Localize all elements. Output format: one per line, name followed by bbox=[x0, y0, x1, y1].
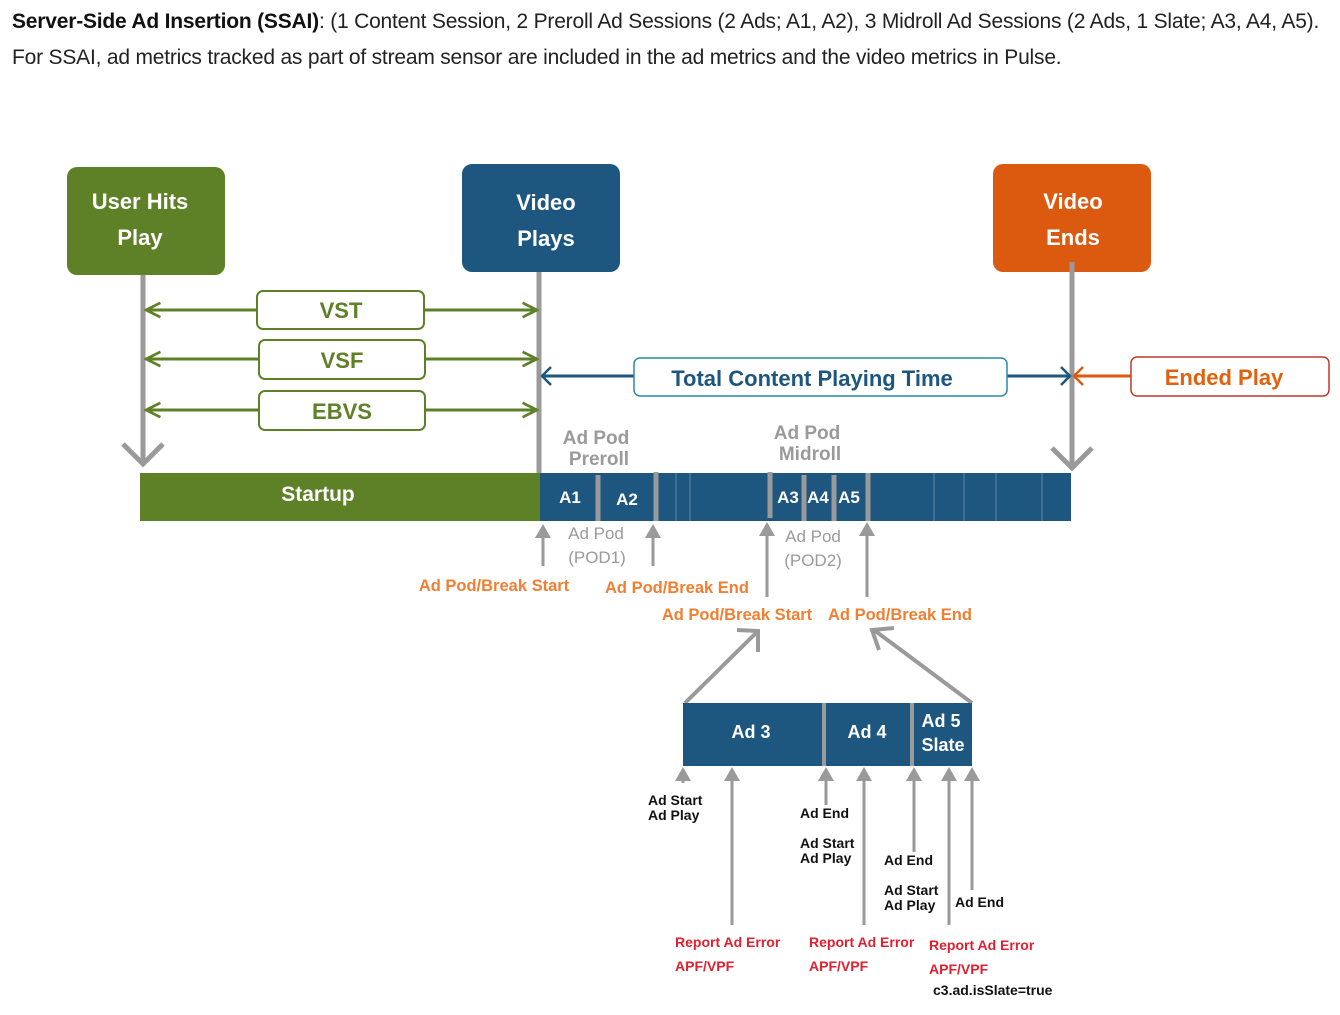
vst-label: VST bbox=[320, 298, 363, 323]
up-arrow-icon bbox=[645, 524, 661, 566]
ad5-label-line1: Ad 5 bbox=[921, 711, 960, 731]
ad5-apf-label: APF/VPF bbox=[929, 961, 989, 977]
user-hits-play-line1: User Hits bbox=[92, 189, 189, 214]
video-ends-box: Video Ends bbox=[993, 164, 1151, 272]
ad4-play-label: Ad Play bbox=[800, 850, 852, 866]
pod1-line1: Ad Pod bbox=[568, 524, 624, 543]
midroll-break-end-label: Ad Pod/Break End bbox=[828, 606, 972, 624]
up-arrow-icon bbox=[856, 767, 872, 925]
ad3-error-label: Report Ad Error bbox=[675, 934, 781, 950]
up-arrow-icon bbox=[724, 767, 740, 925]
ad4-start-label: Ad Start bbox=[800, 835, 855, 851]
midroll-title-line2: Midroll bbox=[779, 444, 841, 465]
up-right-arrow-icon bbox=[736, 628, 760, 652]
ebvs-metric: EBVS bbox=[146, 390, 537, 431]
total-content-metric: Total Content Playing Time bbox=[540, 357, 1072, 397]
midroll-break-start-label: Ad Pod/Break Start bbox=[662, 606, 813, 624]
video-plays-line2: Plays bbox=[517, 226, 575, 251]
left-arrow-icon bbox=[1072, 366, 1084, 386]
intro-paragraph: Server-Side Ad Insertion (SSAI): (1 Cont… bbox=[12, 4, 1322, 76]
vst-metric: VST bbox=[146, 290, 537, 330]
video-plays-box: Video Plays bbox=[462, 164, 620, 272]
midroll-detail-box: Ad 3 Ad 4 Ad 5 Slate bbox=[683, 703, 972, 766]
video-ends-line1: Video bbox=[1043, 189, 1103, 214]
user-hits-play-line bbox=[121, 275, 165, 468]
ebvs-label: EBVS bbox=[312, 399, 372, 424]
ad-a4-label: A4 bbox=[807, 488, 829, 507]
user-hits-play-line2: Play bbox=[117, 225, 163, 250]
ad-a3-label: A3 bbox=[777, 488, 799, 507]
ad3-end-label: Ad End bbox=[800, 805, 849, 821]
left-arrow-icon bbox=[540, 366, 552, 386]
ad3-start-label: Ad Start bbox=[648, 792, 703, 808]
preroll-title-line1: Ad Pod bbox=[563, 428, 630, 449]
startup-label: Startup bbox=[281, 483, 355, 506]
video-ends-line2: Ends bbox=[1046, 225, 1100, 250]
ad4-error-label: Report Ad Error bbox=[809, 934, 915, 950]
ad5-start-label: Ad Start bbox=[884, 882, 939, 898]
detail-up-arrows bbox=[675, 767, 980, 925]
ad3-apf-label: APF/VPF bbox=[675, 958, 735, 974]
up-arrow-icon bbox=[675, 767, 691, 783]
ad3-label: Ad 3 bbox=[731, 722, 770, 742]
preroll-break-end-label: Ad Pod/Break End bbox=[605, 579, 749, 597]
timeline-up-arrows bbox=[535, 522, 875, 597]
vsf-metric: VSF bbox=[146, 339, 537, 380]
ad3-play-label: Ad Play bbox=[648, 807, 700, 823]
up-arrow-icon bbox=[906, 767, 922, 852]
ad4-end-label: Ad End bbox=[884, 852, 933, 868]
ad5-label-line2: Slate bbox=[921, 735, 964, 755]
content-bar: A1 A2 A3 A4 A5 bbox=[540, 472, 1071, 521]
up-arrow-icon bbox=[818, 767, 834, 805]
slate-flag-label: c3.ad.isSlate=true bbox=[933, 982, 1053, 998]
pod1-line2: (POD1) bbox=[568, 548, 626, 567]
intro-text: : (1 Content Session, 2 Preroll Ad Sessi… bbox=[12, 10, 1320, 69]
ad5-play-label: Ad Play bbox=[884, 897, 936, 913]
ad4-apf-label: APF/VPF bbox=[809, 958, 869, 974]
detail-connector-arrows bbox=[683, 626, 974, 705]
intro-title: Server-Side Ad Insertion (SSAI) bbox=[12, 10, 319, 33]
right-arrow-icon bbox=[1060, 366, 1072, 386]
ended-play-metric: Ended Play bbox=[1072, 356, 1330, 397]
up-arrow-icon bbox=[941, 767, 957, 925]
up-arrow-icon bbox=[759, 522, 775, 597]
ended-play-label: Ended Play bbox=[1165, 365, 1284, 390]
pod2-line1: Ad Pod bbox=[785, 527, 841, 546]
ad5-error-label: Report Ad Error bbox=[929, 937, 1035, 953]
total-content-label: Total Content Playing Time bbox=[671, 366, 953, 391]
ad-a5-label: A5 bbox=[838, 488, 860, 507]
up-arrow-icon bbox=[859, 522, 875, 597]
video-plays-line1: Video bbox=[516, 190, 576, 215]
preroll-break-start-label: Ad Pod/Break Start bbox=[419, 577, 570, 595]
startup-segment: Startup bbox=[140, 473, 540, 521]
up-left-arrow-icon bbox=[869, 626, 895, 651]
vsf-label: VSF bbox=[321, 348, 364, 373]
video-ends-line bbox=[1050, 262, 1094, 472]
up-arrow-icon bbox=[535, 524, 551, 566]
user-hits-play-box: User Hits Play bbox=[67, 167, 225, 275]
down-arrow-icon bbox=[121, 442, 165, 468]
down-arrow-icon bbox=[1050, 446, 1094, 472]
ad-a2-label: A2 bbox=[616, 490, 638, 509]
pod2-line2: (POD2) bbox=[784, 551, 842, 570]
up-arrow-icon bbox=[964, 767, 980, 890]
ad4-label: Ad 4 bbox=[847, 722, 886, 742]
preroll-title-line2: Preroll bbox=[569, 449, 629, 470]
midroll-title-line1: Ad Pod bbox=[774, 423, 841, 444]
ad-a1-label: A1 bbox=[559, 488, 581, 507]
ad5-end-label: Ad End bbox=[955, 894, 1004, 910]
